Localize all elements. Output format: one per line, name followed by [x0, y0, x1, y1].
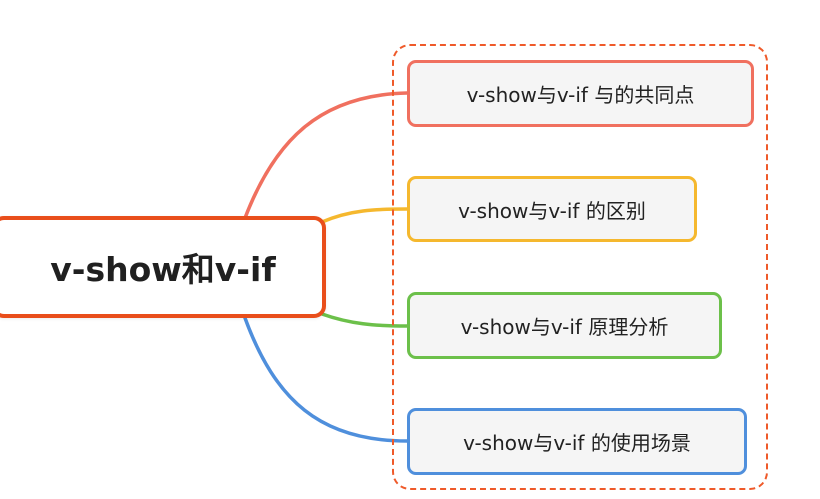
branch-node-common-points[interactable]: v-show与v-if 与的共同点: [407, 60, 754, 127]
branch-node-differences[interactable]: v-show与v-if 的区别: [407, 176, 697, 242]
branch-node-label: v-show与v-if 原理分析: [460, 315, 669, 339]
branch-group-frame: [392, 44, 768, 490]
branch-node-principle-analysis[interactable]: v-show与v-if 原理分析: [407, 292, 722, 359]
connector-line-1: [320, 207, 409, 224]
connector-line-0: [243, 91, 409, 220]
root-node[interactable]: v-show和v-if: [0, 216, 326, 318]
branch-node-use-cases[interactable]: v-show与v-if 的使用场景: [407, 408, 747, 475]
root-node-label: v-show和v-if: [50, 250, 276, 289]
branch-node-label: v-show与v-if 与的共同点: [466, 83, 695, 107]
branch-node-label: v-show与v-if 的使用场景: [463, 431, 691, 455]
connector-line-3: [243, 316, 409, 443]
branch-node-label: v-show与v-if 的区别: [458, 198, 646, 223]
connector-line-2: [320, 312, 409, 328]
